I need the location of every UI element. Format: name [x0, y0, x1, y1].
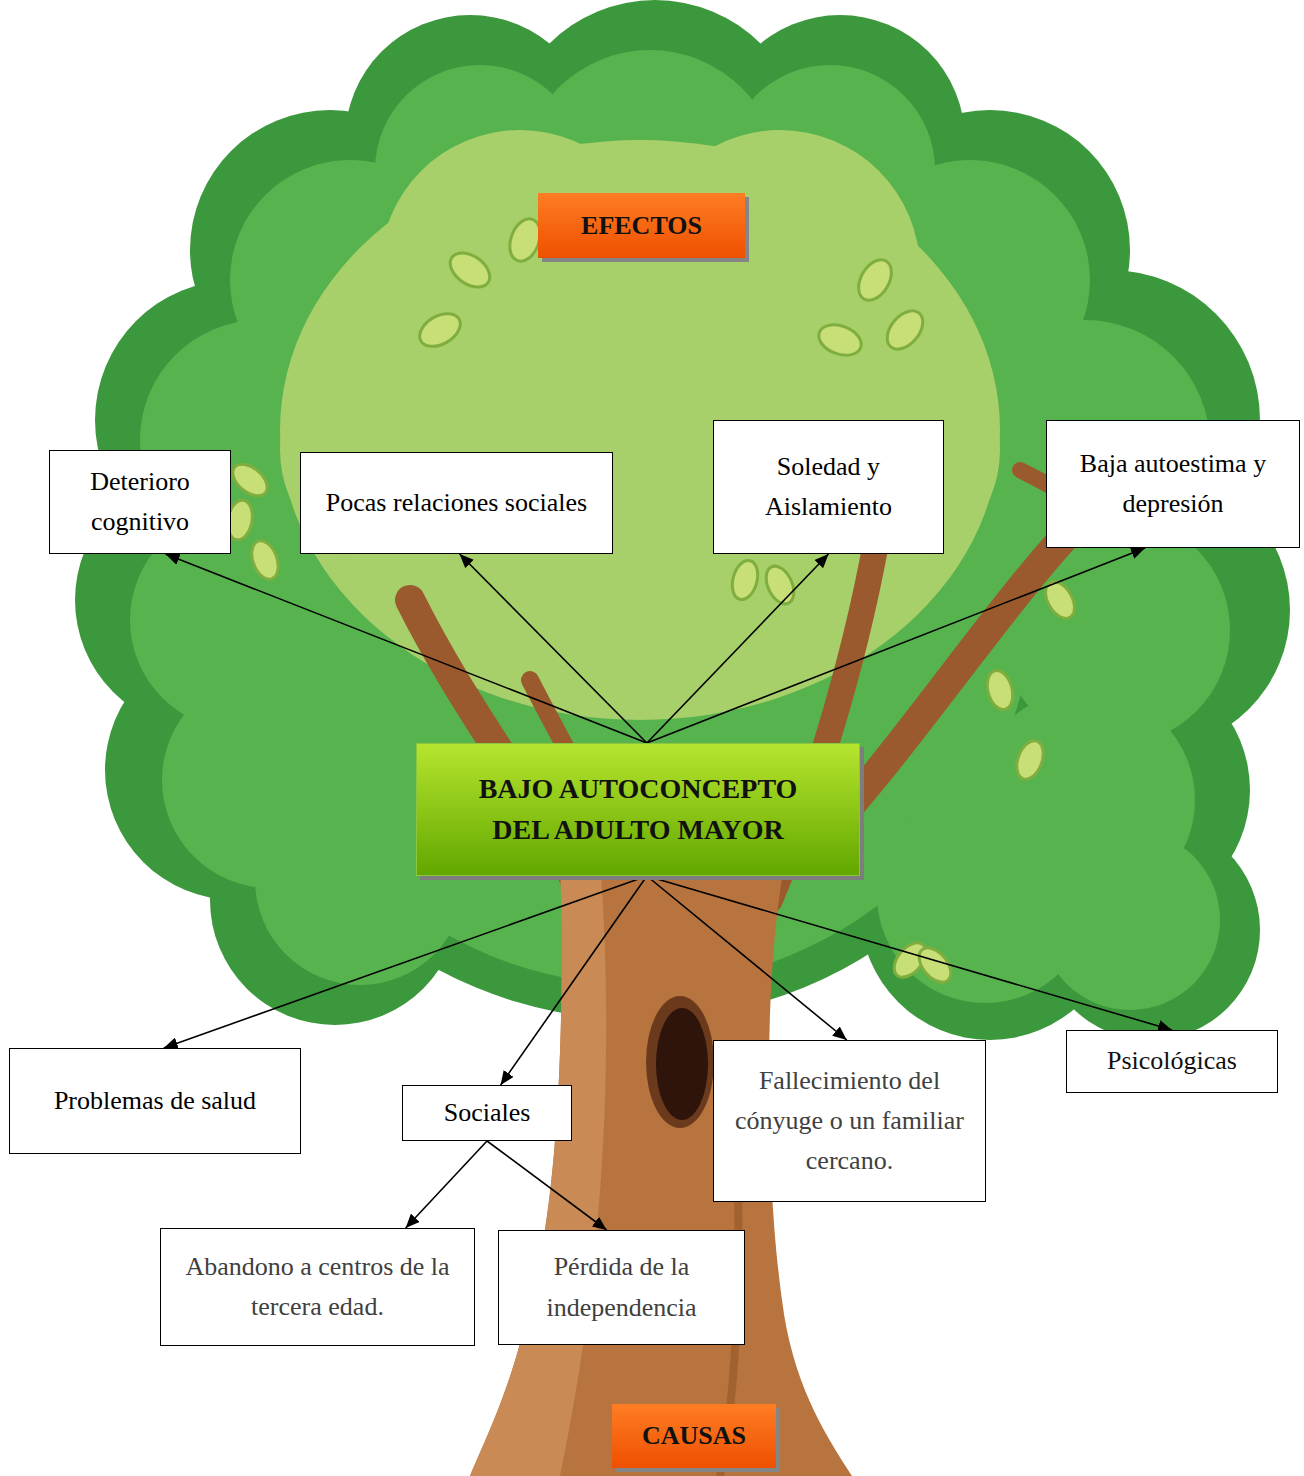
- sub-cause-box: Abandono a centros de la tercera edad.: [160, 1228, 475, 1346]
- arrow-connector: [501, 876, 647, 1085]
- arrow-connector: [165, 554, 646, 743]
- node-text: Fallecimiento del cónyuge o un familiar …: [732, 1061, 967, 1182]
- effect-box: Pocas relaciones sociales: [300, 452, 613, 554]
- node-text: Psicológicas: [1107, 1041, 1237, 1081]
- cause-box: Sociales: [402, 1085, 572, 1141]
- sub-cause-box: Pérdida de la independencia: [498, 1230, 745, 1345]
- effect-box: Deterioro cognitivo: [49, 450, 231, 554]
- node-text: Abandono a centros de la tercera edad.: [179, 1247, 456, 1328]
- arrow-connector: [406, 1141, 487, 1228]
- node-text: Deterioro cognitivo: [68, 462, 212, 543]
- node-text: Soledad y Aislamiento: [732, 447, 925, 528]
- arrow-connector: [164, 876, 647, 1048]
- arrow-connector: [647, 548, 1145, 743]
- node-text: Sociales: [444, 1093, 531, 1133]
- arrow-connector: [487, 1141, 607, 1230]
- arrow-connector: [647, 876, 1172, 1030]
- causes-header: CAUSAS: [612, 1404, 776, 1468]
- node-text: Baja autoestima y depresión: [1065, 444, 1281, 525]
- node-text: Pérdida de la independencia: [517, 1247, 726, 1328]
- node-text: BAJO AUTOCONCEPTO DEL ADULTO MAYOR: [447, 769, 829, 850]
- arrow-connector: [460, 554, 647, 743]
- cause-box: Psicológicas: [1066, 1030, 1278, 1093]
- core-problem-box: BAJO AUTOCONCEPTO DEL ADULTO MAYOR: [416, 743, 860, 876]
- effects-header: EFECTOS: [538, 193, 745, 258]
- node-text: Pocas relaciones sociales: [326, 483, 587, 523]
- effect-box: Soledad y Aislamiento: [713, 420, 944, 554]
- cause-box: Fallecimiento del cónyuge o un familiar …: [713, 1040, 986, 1202]
- effect-box: Baja autoestima y depresión: [1046, 420, 1300, 548]
- arrow-connector: [647, 876, 847, 1040]
- node-text: CAUSAS: [642, 1419, 746, 1453]
- cause-box: Problemas de salud: [9, 1048, 301, 1154]
- node-text: Problemas de salud: [54, 1081, 256, 1121]
- node-text: EFECTOS: [581, 209, 702, 243]
- arrow-connector: [647, 554, 829, 743]
